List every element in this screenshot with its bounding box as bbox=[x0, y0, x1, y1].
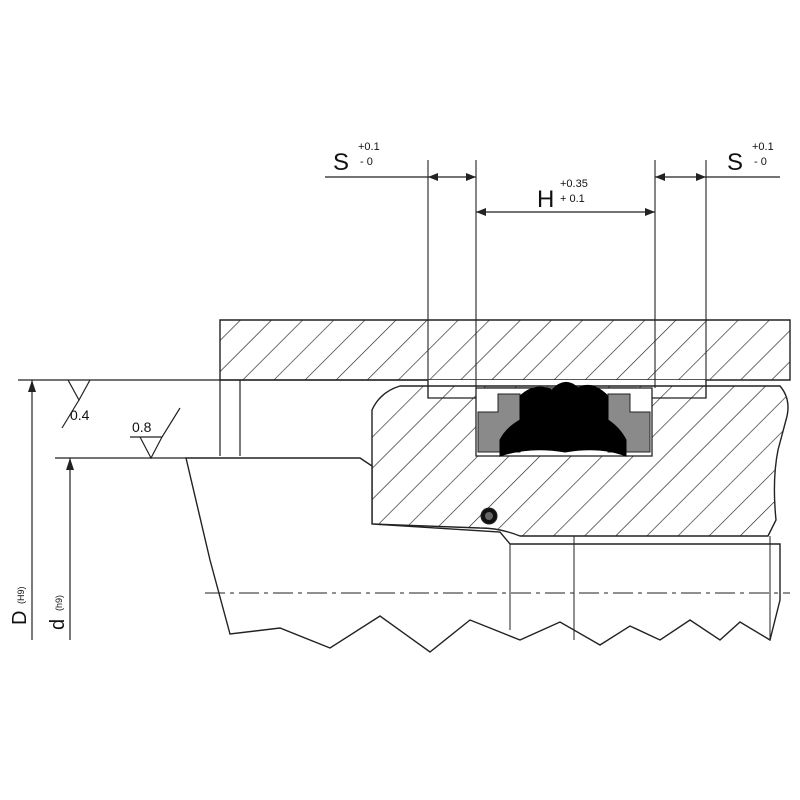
s-left-tol-upper: +0.1 bbox=[358, 141, 380, 153]
s-right-tol-upper: +0.1 bbox=[752, 141, 774, 153]
roughness-bore-value: 0.4 bbox=[70, 407, 90, 423]
s-right-tol-lower: - 0 bbox=[754, 156, 767, 168]
dimension-s-left: S +0.1 - 0 bbox=[325, 141, 476, 181]
dimension-s-right: S +0.1 - 0 bbox=[655, 141, 780, 181]
s-left-symbol: S bbox=[333, 149, 349, 176]
dimension-h: H +0.35 + 0.1 bbox=[476, 178, 655, 216]
d-rod-symbol: d bbox=[47, 619, 69, 630]
dimension-d-rod: d (h9) bbox=[47, 458, 74, 640]
extension-lines bbox=[427, 160, 707, 398]
d-bore-fit: (H9) bbox=[16, 586, 26, 604]
d-rod-fit: (h9) bbox=[54, 595, 64, 611]
roughness-rod: 0.8 bbox=[130, 407, 181, 460]
h-tol-lower: + 0.1 bbox=[560, 193, 585, 205]
d-bore-symbol: D bbox=[9, 611, 31, 625]
s-right-symbol: S bbox=[727, 149, 743, 176]
h-tol-upper: +0.35 bbox=[560, 178, 588, 190]
roughness-rod-value: 0.8 bbox=[132, 419, 152, 435]
h-symbol: H bbox=[537, 186, 554, 213]
o-ring bbox=[480, 507, 498, 525]
roughness-bore: 0.4 bbox=[61, 379, 91, 429]
dimension-d-bore: D (H9) bbox=[9, 380, 36, 640]
rod bbox=[185, 457, 781, 653]
s-left-tol-lower: - 0 bbox=[360, 156, 373, 168]
seal bbox=[477, 382, 651, 457]
